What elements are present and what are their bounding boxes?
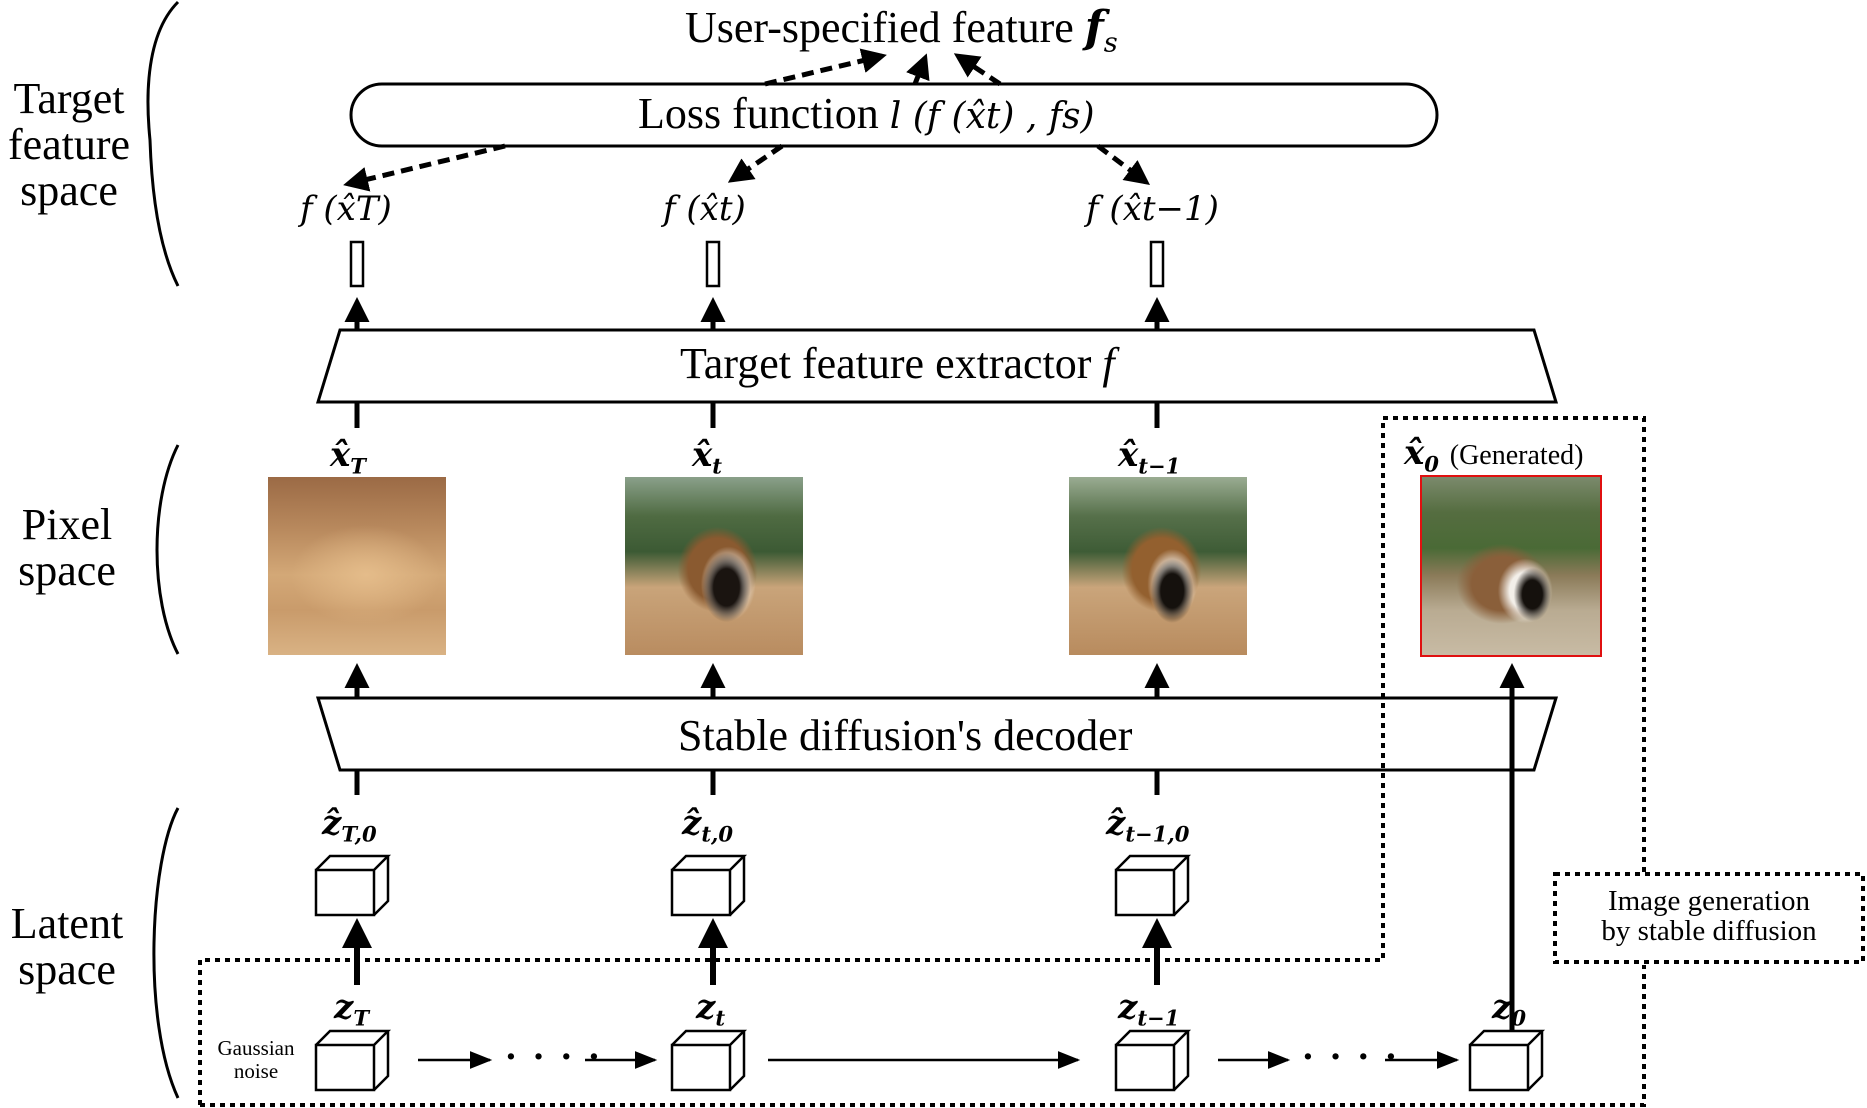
feature-bar-t: [705, 240, 721, 288]
feature-bar-t1: [1149, 240, 1165, 288]
pixel-label-0: x̂0 (Generated): [1404, 433, 1584, 477]
brace-feature-space: [146, 0, 180, 287]
cube-z-t: [670, 1029, 748, 1092]
cube-z-T: [314, 1029, 392, 1092]
image-x-t: [625, 477, 803, 655]
feature-label-t1: f (x̂t−1): [1086, 189, 1219, 229]
loss-function-label: Loss function l (f (x̂t) , fs): [638, 89, 1095, 138]
stable-diffusion-decoder: [315, 696, 1559, 772]
feature-bar-T: [349, 240, 365, 288]
pixel-label-T: x̂T: [330, 435, 366, 479]
decoder-label: Stable diffusion's decoder: [678, 711, 1133, 760]
ellipsis-1: · · · ·: [505, 1037, 602, 1077]
sd-note-box: [1553, 872, 1865, 964]
z-label-0: z0: [1492, 987, 1526, 1031]
image-x-T: [268, 477, 446, 655]
cube-z-t1: [1114, 1029, 1192, 1092]
z-label-t: zt: [696, 987, 726, 1031]
pixel-label-t1: x̂t−1: [1118, 435, 1181, 479]
cube-zhat-T: [314, 854, 392, 917]
title-user-specified-feature: User-specified feature fs: [685, 2, 1118, 59]
zhat-label-T: ẑT,0: [322, 803, 377, 847]
zhat-label-t1: ẑt−1,0: [1106, 803, 1190, 847]
z-label-t1: zt−1: [1118, 987, 1180, 1031]
target-feature-extractor: [315, 328, 1559, 404]
feature-label-t: f (x̂t): [663, 189, 746, 229]
image-x-0-generated: [1422, 477, 1600, 655]
ellipsis-2: · · · ·: [1302, 1037, 1399, 1077]
cube-zhat-t: [670, 854, 748, 917]
pixel-label-t: x̂t: [692, 435, 723, 479]
extractor-label: Target feature extractor f: [680, 339, 1115, 388]
cube-z-0: [1468, 1029, 1546, 1092]
brace-pixel-space: [155, 444, 180, 655]
sd-region-border: [198, 416, 1646, 1105]
z-label-T: zT: [334, 987, 369, 1031]
brace-latent-space: [152, 807, 180, 1099]
zhat-label-t: ẑt,0: [682, 803, 734, 847]
loss-function-box: [349, 82, 1439, 148]
feature-label-T: f (x̂T): [300, 189, 392, 229]
cube-zhat-t1: [1114, 854, 1192, 917]
image-x-t1: [1069, 477, 1247, 655]
